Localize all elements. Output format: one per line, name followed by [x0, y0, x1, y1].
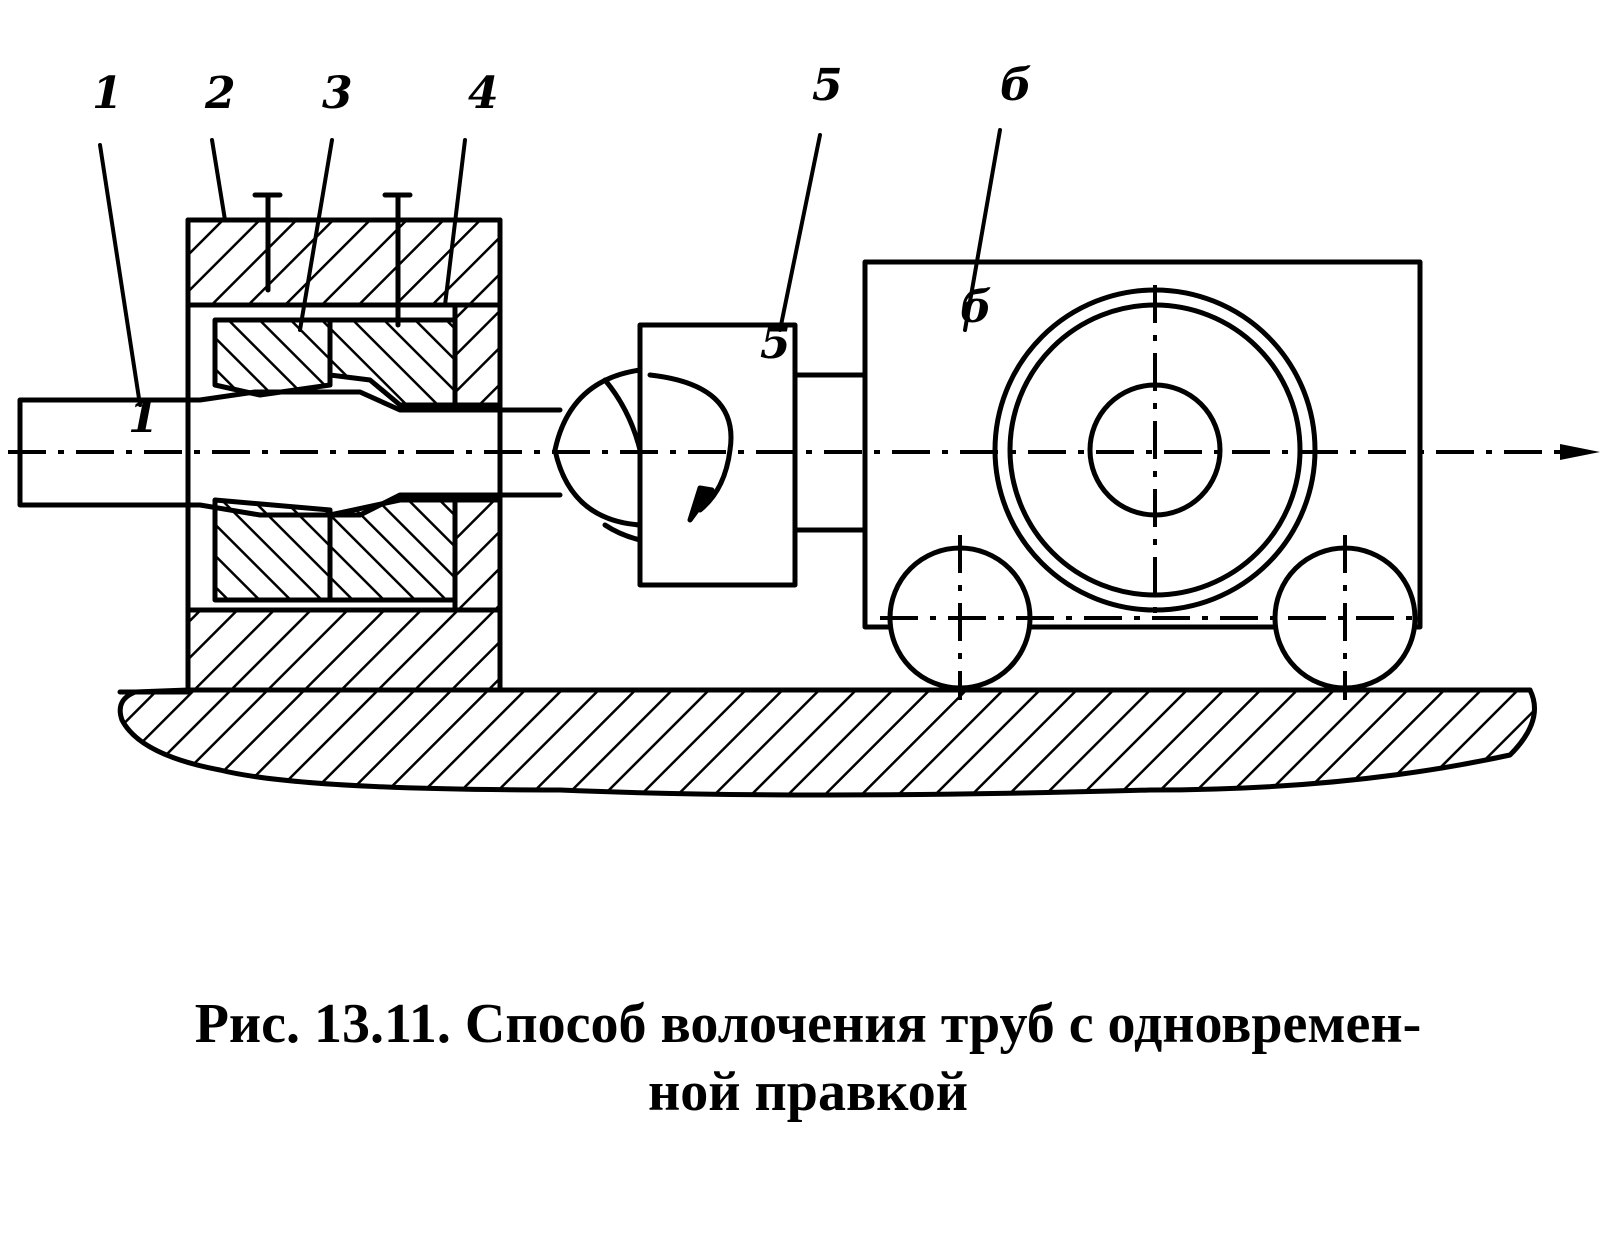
leader-line-1: [98, 143, 142, 407]
leader-line-4: [443, 138, 467, 307]
base-foundation: [117, 607, 1537, 798]
base-top-edge: [117, 687, 1533, 695]
tube: [17, 389, 563, 518]
bolt-right: [382, 192, 413, 328]
rotating-unit: [637, 322, 798, 588]
axis-arrow-head: [1560, 444, 1600, 460]
leader-line-2: [210, 138, 227, 222]
part-label-4: 4: [468, 68, 499, 119]
drawing-of-tube-drawing-method: 1 2 3 4 5 б 1 5 б: [8, 60, 1600, 798]
rotation-arrow: [647, 372, 734, 513]
holder-right-wall-lower: [452, 497, 503, 613]
part-label-3: 3: [322, 68, 353, 119]
part-label-5: 5: [812, 60, 843, 111]
part-label-2: 2: [204, 68, 236, 119]
rotation-arrow-head: [687, 485, 715, 523]
holder-right-wall: [452, 302, 503, 408]
tube-label-1: 1: [128, 392, 159, 443]
grip-head-inner: [602, 377, 643, 543]
leader-line-6: [963, 128, 1002, 332]
part-label-1: 1: [92, 68, 123, 119]
leader-line-3: [298, 138, 334, 332]
unit-label-5: 5: [760, 318, 791, 369]
grip-head: [552, 367, 643, 528]
part-label-6: б: [1000, 60, 1032, 111]
leader-line-5: [778, 133, 822, 332]
carriage-label-6: б: [960, 282, 992, 333]
caption-line-2: ной правкой: [648, 1061, 968, 1123]
upper-plug-die: [327, 317, 458, 408]
figure-caption: Рис. 13.11. Способ волочения труб с одно…: [0, 990, 1616, 1126]
upper-die: [212, 317, 333, 398]
bolt-left: [252, 192, 283, 293]
caption-line-1: Рис. 13.11. Способ волочения труб с одно…: [194, 993, 1422, 1055]
